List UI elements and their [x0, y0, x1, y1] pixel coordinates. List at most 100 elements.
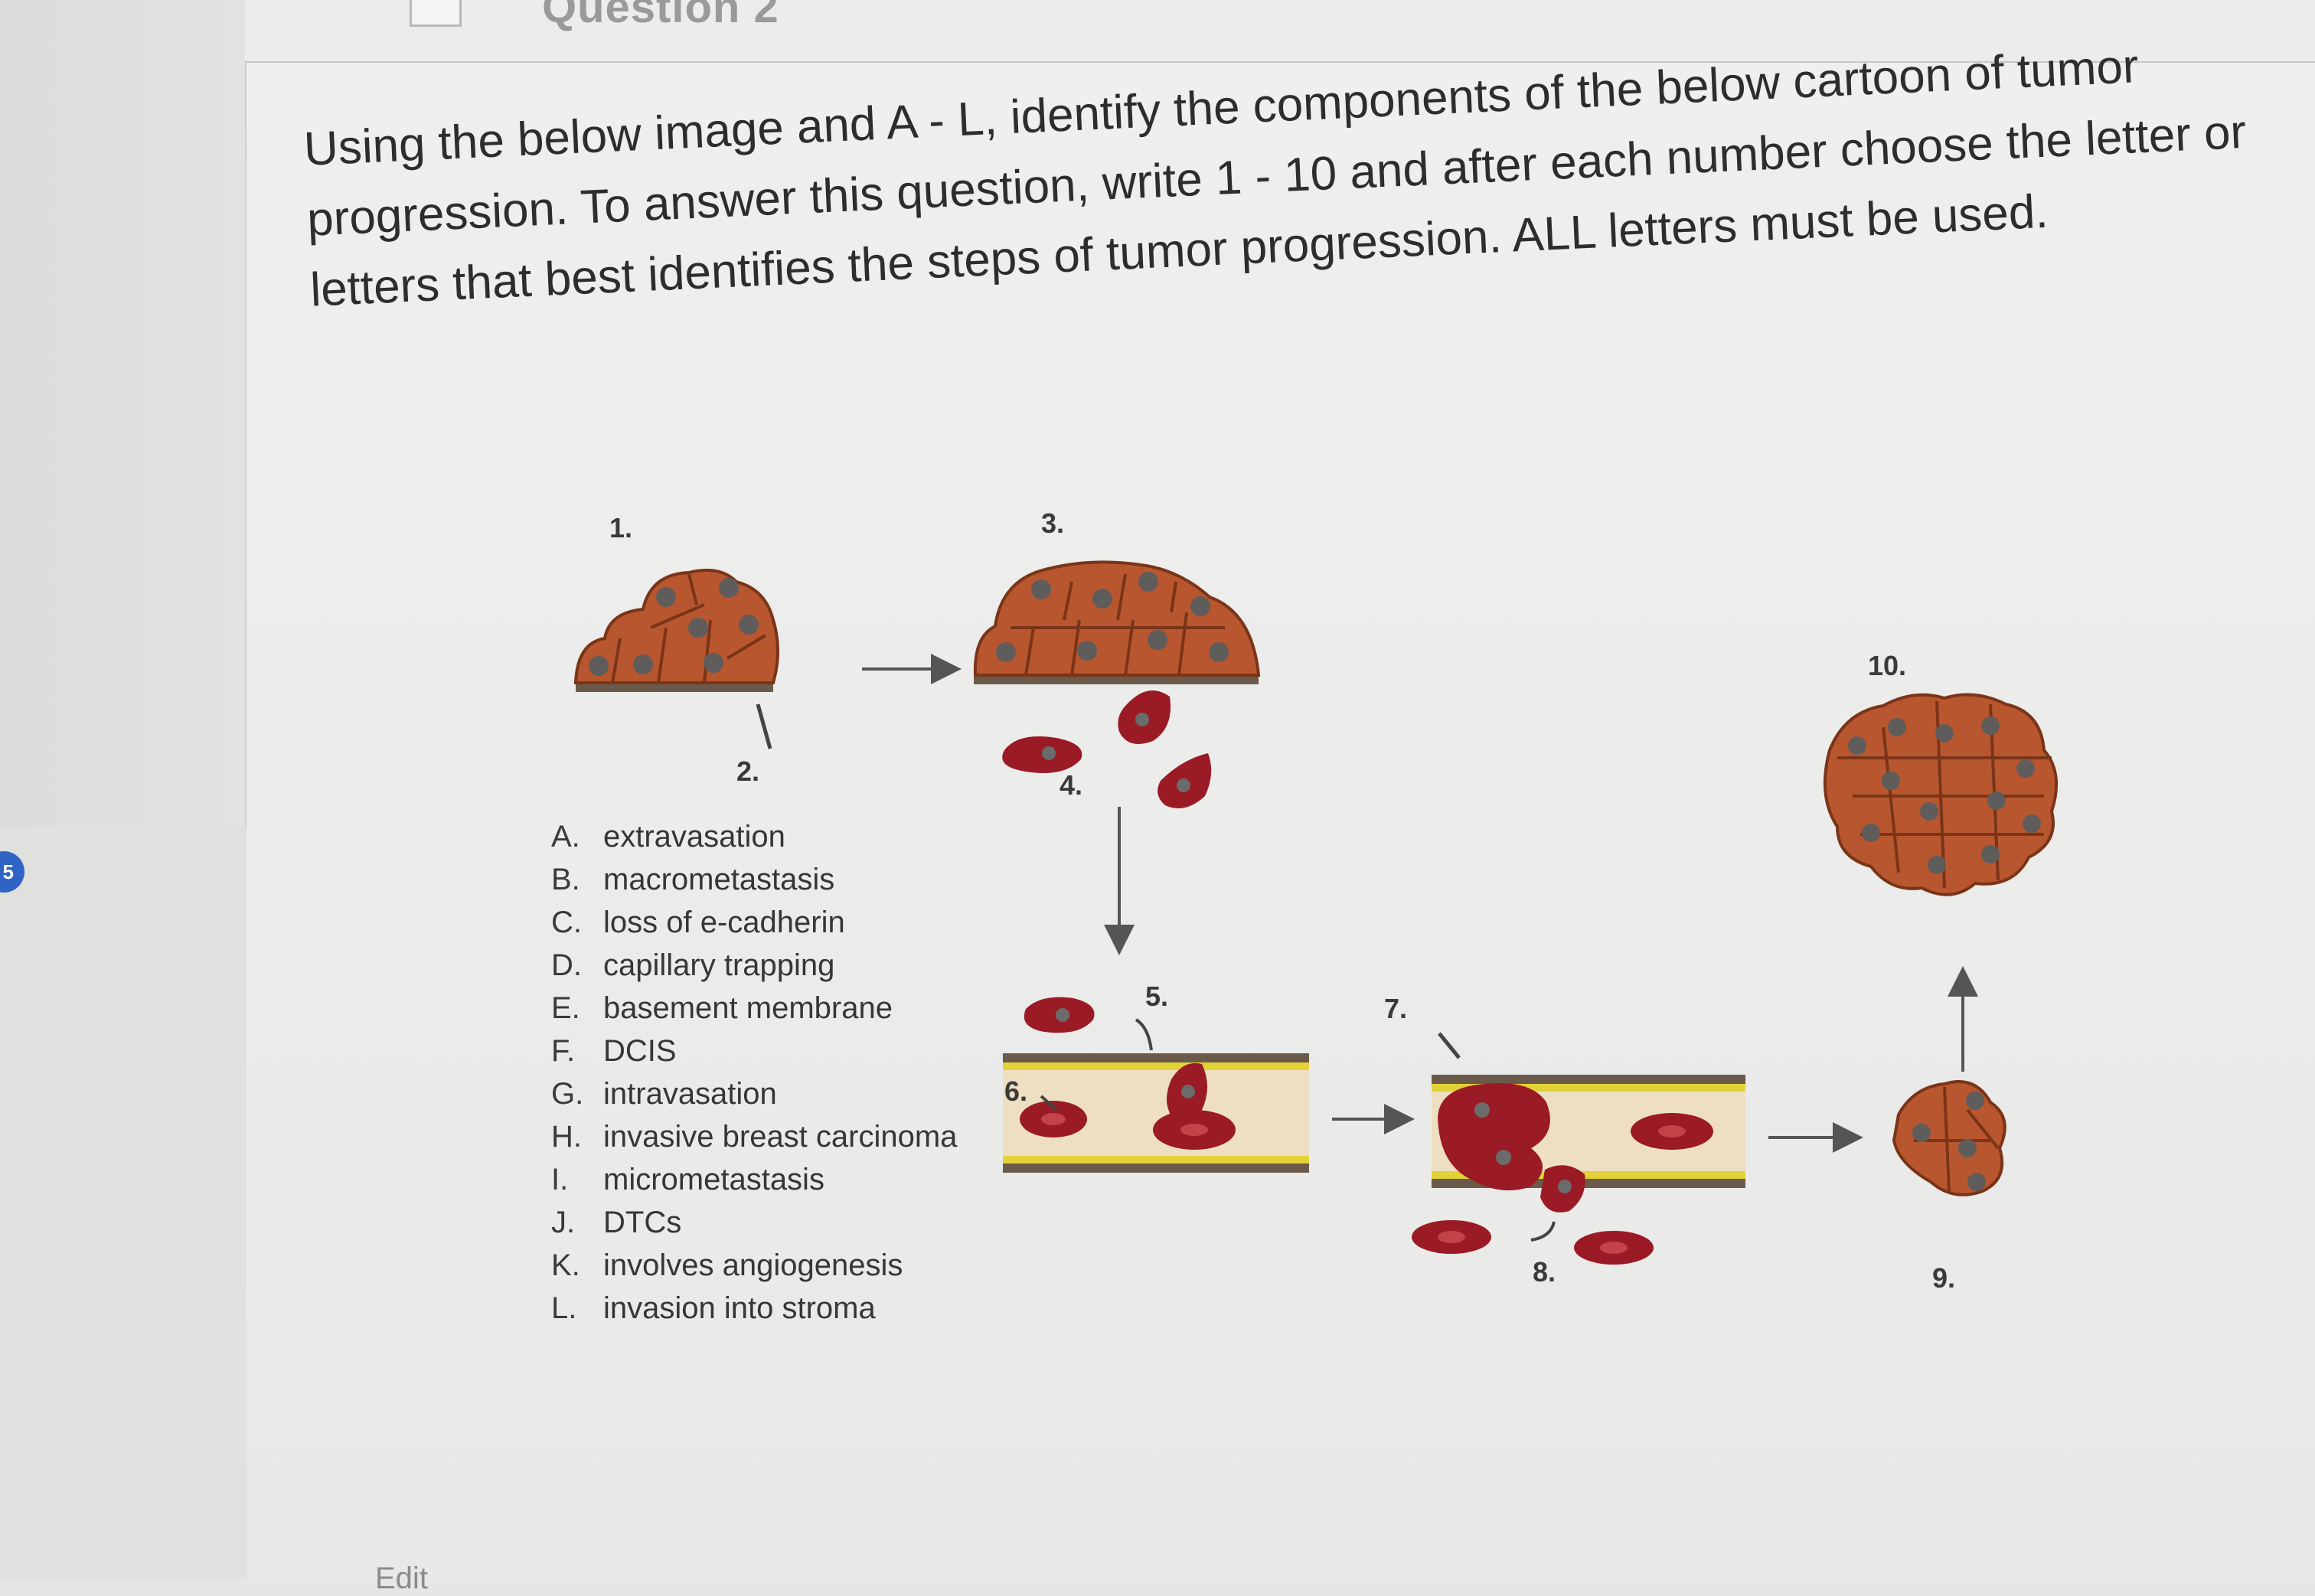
figure-label-7: 7.: [1384, 993, 1407, 1024]
nucleus: [656, 587, 676, 607]
option-letter: G.: [551, 1077, 584, 1111]
answer-option: D. capillary trapping: [551, 944, 957, 987]
nucleus: [1862, 824, 1880, 842]
figure-label-2: 2.: [736, 756, 759, 787]
cell-mass-9: [1892, 1080, 2006, 1196]
answer-choices-list: A.extravasation B. macrometastasis C. loss…: [551, 815, 957, 1330]
nucleus: [1190, 596, 1210, 616]
trapped-cell-cluster: [1438, 1083, 1550, 1191]
option-text: invasive breast carcinoma: [603, 1120, 958, 1154]
pointer-8: [1530, 1221, 1556, 1242]
option-text: capillary trapping: [603, 948, 835, 982]
pointer-7: [1438, 1032, 1461, 1059]
option-text: macrometastasis: [603, 863, 835, 896]
nucleus: [1882, 772, 1900, 790]
option-letter: E.: [551, 991, 580, 1025]
option-letter: F.: [551, 1034, 576, 1068]
question-header: Question 2: [245, 0, 2315, 64]
nucleus: [739, 615, 759, 635]
nucleus: [2023, 814, 2041, 833]
nucleus: [1981, 716, 2000, 735]
nucleus: [1138, 572, 1158, 592]
answer-option: E.basement membrane: [551, 987, 957, 1030]
cell-cluster-stage-1: [573, 568, 779, 692]
nucleus: [1077, 641, 1097, 661]
nucleus: [1888, 718, 1906, 736]
nucleus: [1981, 845, 2000, 863]
answer-option: K. involves angiogenesis: [551, 1244, 957, 1287]
rbc-center: [1041, 1113, 1066, 1125]
nucleus: [1928, 856, 1946, 874]
figure-label-5: 5.: [1145, 981, 1168, 1012]
option-text: involves angiogenesis: [603, 1248, 903, 1282]
cell-cluster-stage-3: [973, 560, 1261, 684]
pointer-6: [1040, 1095, 1058, 1111]
nucleus: [996, 642, 1016, 662]
capillary-trapping: [1412, 1075, 1745, 1265]
nucleus: [1848, 736, 1866, 755]
nucleus: [1496, 1150, 1511, 1165]
cell-borders-3: [1011, 573, 1225, 676]
nucleus: [1558, 1180, 1572, 1193]
nucleus: [1148, 630, 1167, 650]
basement-membrane-3: [974, 675, 1259, 684]
figure-label-4: 4.: [1060, 769, 1082, 801]
figure-label-1: 1.: [609, 512, 632, 543]
answer-option: L. invasion into stroma: [551, 1287, 957, 1330]
rbc-center: [1600, 1242, 1628, 1254]
option-text: loss of e-cadherin: [603, 906, 845, 939]
flag-question-checkbox[interactable]: [410, 0, 462, 27]
option-letter: J.: [551, 1206, 576, 1239]
cell-borders-9: [1914, 1086, 2000, 1192]
endothelium-bottom: [1003, 1156, 1309, 1164]
rbc-center: [1438, 1231, 1465, 1243]
nucleus: [2016, 759, 2035, 778]
option-letter: B.: [551, 863, 580, 896]
nucleus: [1042, 746, 1056, 760]
figure-label-10: 10.: [1868, 650, 1906, 681]
option-text: micrometastasis: [603, 1163, 824, 1196]
rbc-center: [1658, 1125, 1686, 1137]
basement-membrane-1: [576, 683, 773, 692]
nucleus: [1056, 1008, 1069, 1022]
nucleus: [633, 654, 653, 674]
macrometastasis-cluster: [1823, 693, 2059, 896]
answer-option: C. loss of e-cadherin: [551, 901, 957, 944]
pointer-5: [1135, 1018, 1153, 1051]
nucleus: [719, 578, 739, 598]
answer-option: B. macrometastasis: [551, 858, 957, 901]
escaping-cells-stage-4: [1002, 690, 1212, 808]
capillary-intravasation: [1003, 997, 1309, 1173]
endothelium-top: [1003, 1062, 1309, 1070]
option-letter: I.: [551, 1163, 569, 1196]
figure-label-3: 3.: [1041, 508, 1064, 539]
figure-label-6: 6.: [1004, 1075, 1027, 1107]
option-letter: K.: [551, 1248, 580, 1282]
nucleus: [1474, 1102, 1490, 1118]
micrometastasis-cluster: [1892, 1080, 2006, 1196]
option-text: invasion into stroma: [603, 1291, 876, 1325]
nucleus: [1912, 1124, 1931, 1142]
endothelium-bottom: [1432, 1171, 1745, 1179]
vessel-wall-top: [1432, 1075, 1745, 1084]
nucleus: [1987, 791, 2006, 810]
left-sidebar-lower: [0, 827, 293, 1579]
figure-label-9: 9.: [1932, 1262, 1955, 1294]
vessel-wall-bottom: [1003, 1164, 1309, 1173]
option-letter: A.: [551, 820, 580, 853]
nucleus: [1209, 642, 1229, 662]
answer-option: A.extravasation: [551, 815, 957, 858]
nucleus: [688, 618, 708, 638]
option-letter: D.: [551, 948, 582, 982]
answer-option: G.intravasation: [551, 1072, 957, 1115]
nucleus: [1092, 589, 1112, 609]
nucleus: [589, 656, 609, 676]
tumor-progression-figure: 1. 2. 3. 4.: [573, 508, 2059, 1294]
option-letter: L.: [551, 1291, 577, 1325]
nucleus: [1177, 778, 1190, 792]
figure-label-8: 8.: [1533, 1256, 1556, 1288]
nucleus: [1935, 724, 1954, 743]
option-letter: C.: [551, 906, 582, 939]
answer-option: F.DCIS: [551, 1030, 957, 1072]
